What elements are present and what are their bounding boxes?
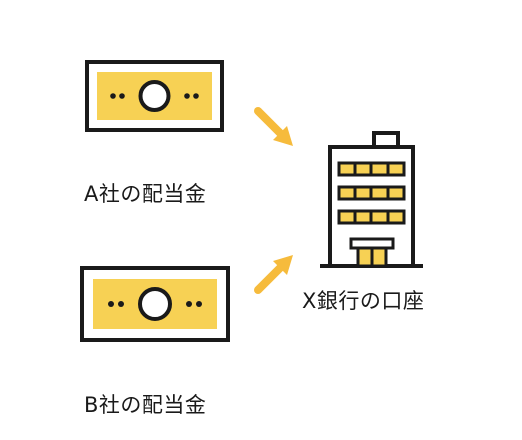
arrow-a-icon: [254, 107, 293, 146]
company-a-dividend-label: A社の配当金: [84, 182, 207, 206]
bank-building-icon: [320, 131, 423, 268]
bank-account-label: X銀行の口座: [302, 289, 425, 313]
company-b-dividend-label: B社の配当金: [84, 393, 207, 417]
arrow-b-icon: [254, 255, 293, 294]
banknote-a-icon: [85, 60, 224, 132]
banknote-b-icon: [80, 266, 230, 342]
